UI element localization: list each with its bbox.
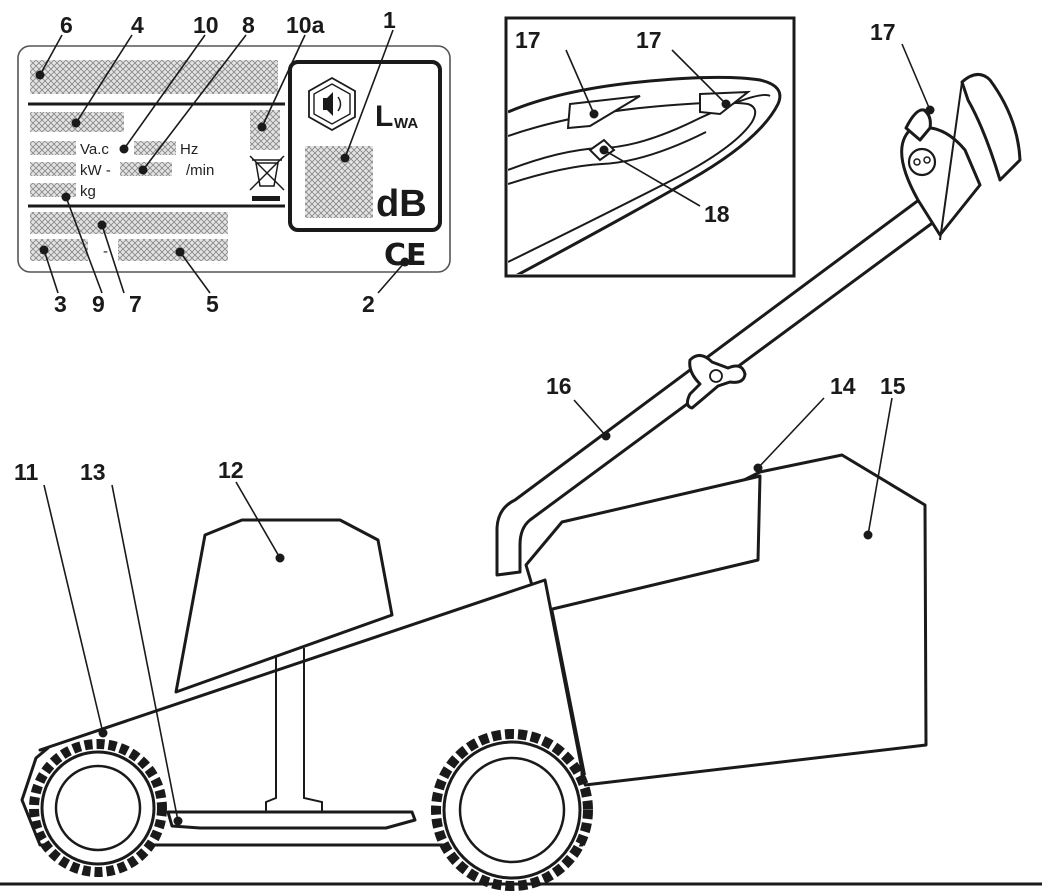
- callout-9: 9: [92, 291, 105, 317]
- callout-1: 1: [383, 7, 396, 33]
- callout-11: 11: [14, 459, 39, 485]
- motor-cover: [174, 518, 394, 694]
- lawnmower: [0, 73, 1042, 891]
- callout-18: 18: [704, 201, 730, 227]
- callout-3: 3: [54, 291, 67, 317]
- callout-5: 5: [206, 291, 219, 317]
- callout-13: 13: [80, 459, 106, 485]
- callout-2: 2: [362, 291, 375, 317]
- callout-15: 15: [880, 373, 906, 399]
- callout-10a: 10a: [286, 12, 325, 38]
- callout-17-inset-left: 17: [515, 27, 541, 53]
- callout-8: 8: [242, 12, 255, 38]
- callout-17-inset-right: 17: [636, 27, 662, 53]
- plate-freq-unit: Hz: [180, 141, 198, 158]
- ce-mark: CE: [384, 238, 427, 273]
- callout-7: 7: [129, 291, 142, 317]
- rating-plate: Va.c Hz kW - /min kg -: [17, 45, 451, 273]
- handle-detail-inset: [504, 16, 796, 278]
- lwa-symbol: L: [375, 100, 393, 133]
- plate-volt-unit: Va.c: [80, 141, 109, 158]
- mower-leaders: [43, 43, 935, 826]
- db-unit: dB: [376, 183, 427, 225]
- callout-14: 14: [830, 373, 856, 399]
- callout-16: 16: [546, 373, 572, 399]
- callout-17-handle: 17: [870, 19, 896, 45]
- plate-dash: -: [103, 243, 108, 260]
- cutting-blade: [166, 810, 417, 830]
- plate-power-unit: kW -: [80, 162, 111, 179]
- sound-power-icon: [308, 76, 356, 132]
- rear-wheel: [431, 729, 593, 891]
- plate-speed-unit: /min: [186, 162, 214, 179]
- callout-10: 10: [193, 12, 219, 38]
- callout-4: 4: [131, 12, 144, 38]
- weee-crossed-bin-icon: [249, 155, 285, 201]
- front-wheel: [29, 739, 167, 877]
- plate-field-manufacturer: [30, 60, 278, 94]
- noise-value-field: [305, 146, 373, 218]
- plate-field-serial: [30, 239, 88, 261]
- lwa-subscript: WA: [394, 115, 418, 132]
- mower-deck: [20, 578, 584, 847]
- plate-mass-unit: kg: [80, 183, 96, 200]
- plate-leaders: [35, 29, 410, 294]
- callout-6: 6: [60, 12, 73, 38]
- callout-12: 12: [218, 457, 244, 483]
